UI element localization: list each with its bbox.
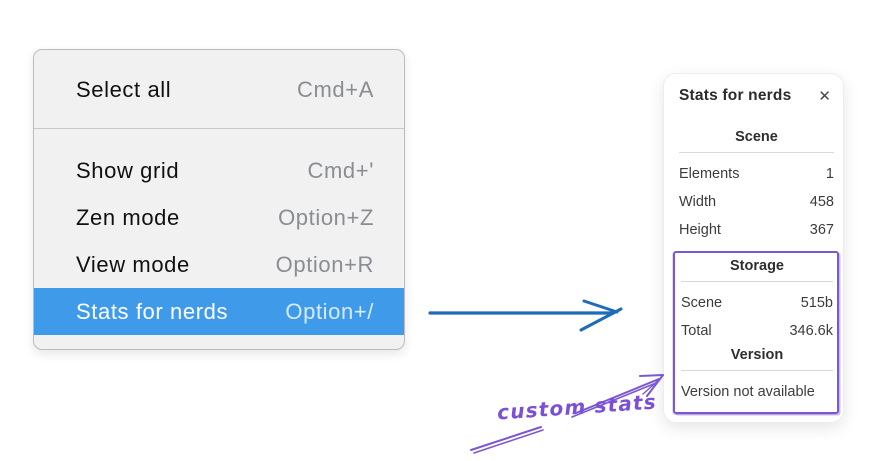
menu-item-shortcut: Cmd+A <box>297 77 374 102</box>
storage-heading: Storage <box>730 258 784 274</box>
version-section: Version Version not available <box>681 345 833 406</box>
stat-label: Width <box>679 194 717 210</box>
menu-item-label: Stats for nerds <box>76 298 229 324</box>
scene-section: Scene Elements 1 Width 458 Height 367 <box>679 127 834 244</box>
section-divider <box>679 152 834 153</box>
menu-item-stats-for-nerds[interactable]: Stats for nerds Option+/ <box>34 288 404 335</box>
custom-stats-annotation-label: custom stats <box>496 389 658 425</box>
menu-item-shortcut: Option+/ <box>285 298 374 324</box>
menu-item-zen-mode[interactable]: Zen mode Option+Z <box>34 194 404 241</box>
menu-item-shortcut: Option+Z <box>278 204 374 230</box>
menu-item-view-mode[interactable]: View mode Option+R <box>34 241 404 288</box>
menu-item-select-all[interactable]: Select all Cmd+A <box>34 66 404 114</box>
menu-item-label: Zen mode <box>76 204 180 230</box>
custom-stats-highlight-box: Storage Scene 515b Total 346.6k Version … <box>673 251 839 414</box>
stat-value: 1 <box>825 166 834 182</box>
stat-row-total-storage: Total 346.6k <box>681 317 833 345</box>
menu-item-show-grid[interactable]: Show grid Cmd+' <box>34 147 404 194</box>
scene-heading: Scene <box>735 129 778 145</box>
stat-label: Elements <box>679 166 740 182</box>
stats-panel-header: Stats for nerds ✕ <box>679 87 834 105</box>
stat-row-width: Width 458 <box>679 188 834 216</box>
section-divider <box>681 370 833 371</box>
stat-value: 346.6k <box>789 323 833 339</box>
menu-item-shortcut: Cmd+' <box>307 157 374 183</box>
stat-row-height: Height 367 <box>679 216 834 244</box>
close-icon[interactable]: ✕ <box>818 87 831 105</box>
menu-item-label: Show grid <box>76 157 180 183</box>
version-heading: Version <box>730 347 784 363</box>
stats-panel: Stats for nerds ✕ Scene Elements 1 Width… <box>663 73 844 423</box>
stat-row-elements: Elements 1 <box>679 160 834 188</box>
context-menu: Select all Cmd+A Show grid Cmd+' Zen mod… <box>33 49 405 350</box>
menu-item-label: Select all <box>76 77 172 102</box>
menu-item-label: View mode <box>76 251 190 277</box>
menu-separator <box>34 128 404 129</box>
version-note: Version not available <box>681 384 815 400</box>
storage-section: Storage Scene 515b Total 346.6k <box>681 256 833 345</box>
stat-label: Total <box>681 323 712 339</box>
stat-row-scene-storage: Scene 515b <box>681 289 833 317</box>
stats-panel-title: Stats for nerds <box>679 87 792 104</box>
stat-value: 515b <box>800 295 833 311</box>
menu-to-panel-arrow <box>428 299 623 332</box>
stat-label: Height <box>679 222 721 238</box>
stat-label: Scene <box>681 295 723 311</box>
menu-item-shortcut: Option+R <box>275 251 374 277</box>
section-divider <box>681 281 833 282</box>
stat-value: 458 <box>809 194 834 210</box>
stat-value: 367 <box>809 222 834 238</box>
